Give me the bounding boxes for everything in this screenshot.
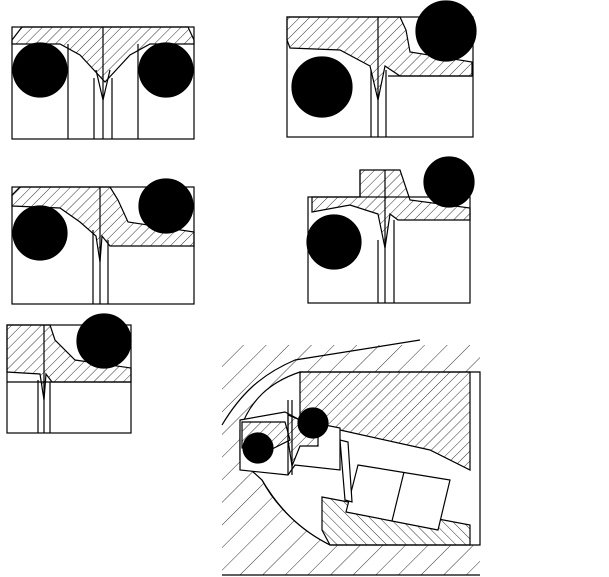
hatched-section (311, 169, 471, 249)
o-ring-right (415, 0, 477, 62)
seal-variant-4 (306, 156, 475, 304)
hatched-section (286, 16, 473, 101)
o-ring (76, 313, 132, 369)
shaft-outline (261, 479, 331, 546)
o-ring-right (423, 156, 475, 208)
o-ring-left (291, 56, 353, 118)
center-slot (95, 69, 111, 101)
assembly-section (221, 339, 481, 576)
o-ring-right (138, 42, 194, 98)
hatched-section (11, 186, 195, 263)
seal-variant-2 (286, 0, 477, 138)
o-ring-left (306, 214, 362, 270)
seal-variant-3 (11, 178, 195, 305)
roller-cage (339, 439, 353, 503)
o-ring-right (138, 178, 194, 234)
o-ring-left (12, 205, 68, 261)
seal-variant-5 (6, 313, 132, 434)
o-ring-left (12, 42, 68, 98)
seal-variant-1 (11, 26, 195, 140)
o-ring-outer (297, 407, 329, 439)
outer-housing-boundary (221, 339, 421, 426)
o-ring-inner (242, 432, 274, 464)
